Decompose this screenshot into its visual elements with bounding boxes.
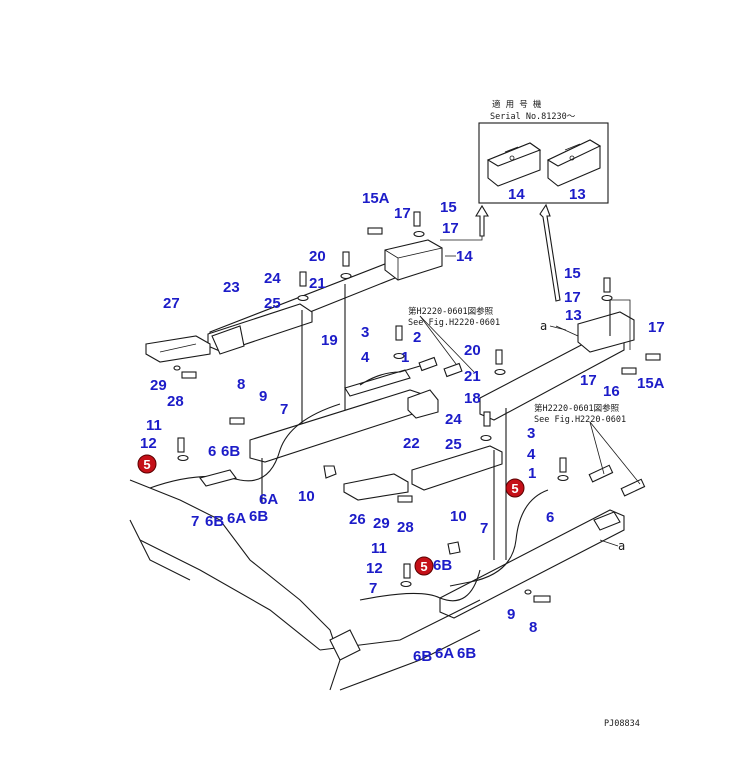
part-label: 11 — [146, 417, 162, 434]
serial-line-1: 適 用 号 機 — [492, 99, 542, 110]
part-label: 21 — [464, 368, 481, 385]
part-label: 23 — [223, 279, 240, 296]
reference-2-line-2: See Fig.H2220-0601 — [534, 415, 626, 425]
part-label: 6B — [249, 508, 268, 525]
part-label: 12 — [140, 435, 157, 452]
part-label: 17 — [564, 289, 581, 306]
part-label: 22 — [403, 435, 420, 452]
part-label: 17 — [394, 205, 411, 222]
part-label: 3 — [361, 324, 369, 341]
badge: 5 — [505, 478, 525, 498]
part-label: 11 — [371, 540, 387, 557]
part-label: 20 — [309, 248, 326, 265]
part-label: 13 — [565, 307, 582, 324]
part-label: 17 — [580, 372, 597, 389]
leader-lines — [419, 255, 641, 547]
part-label: 6B — [457, 645, 476, 662]
part-label: 7 — [480, 520, 488, 537]
part-label: 25 — [264, 295, 281, 312]
badge: 5 — [414, 556, 434, 576]
part-label: 27 — [163, 295, 180, 312]
part-label: 10 — [298, 488, 315, 505]
part-label: 4 — [527, 446, 536, 463]
reference-1-line-2: See Fig.H2220-0601 — [408, 318, 500, 328]
part-label: 1 — [528, 465, 536, 482]
serial-inset-label-14: 14 — [508, 186, 525, 203]
reference-2-line-1: 第H2220-0601図参照 — [534, 403, 620, 414]
part-label: 8 — [529, 619, 537, 636]
part-label: 15 — [440, 199, 457, 216]
part-label: 15A — [362, 190, 390, 207]
view-marker-a: a — [540, 319, 547, 333]
part-label: 9 — [507, 606, 515, 623]
inset-bracket-13 — [546, 139, 602, 187]
part-label: 9 — [259, 388, 267, 405]
part-label: 15 — [564, 265, 581, 282]
part-label: 10 — [450, 508, 467, 525]
part-label: 7 — [191, 513, 199, 530]
part-label: 12 — [366, 560, 383, 577]
part-label: 6 — [546, 509, 554, 526]
part-label: 6A — [435, 645, 454, 662]
part-label: 25 — [445, 436, 462, 453]
serial-inset-label-13: 13 — [569, 186, 586, 203]
part-label: 8 — [237, 376, 245, 393]
part-label: 14 — [456, 248, 473, 265]
part-label: 7 — [369, 580, 377, 597]
part-label: 6 — [208, 443, 216, 460]
badge-label: 5 — [143, 457, 150, 472]
part-label: 3 — [527, 425, 535, 442]
part-label: 17 — [648, 319, 665, 336]
part-label: 26 — [349, 511, 366, 528]
line-art — [129, 122, 661, 691]
part-label: 2 — [413, 329, 421, 346]
part-label: 7 — [280, 401, 288, 418]
inset-bracket-14 — [486, 142, 542, 187]
part-label: 28 — [167, 393, 184, 410]
part-label: 28 — [397, 519, 414, 536]
bolts-top — [173, 211, 425, 379]
part-labels: 15A 17 15 17 14 20 24 21 25 27 23 19 29 … — [140, 190, 665, 665]
part-label: 6B — [205, 513, 224, 530]
part-label: 1 — [401, 349, 409, 366]
reference-1-line-1: 第H2220-0601図参照 — [408, 306, 494, 317]
part-label: 6A — [227, 510, 246, 527]
serial-line-2: Serial No.81230～ — [490, 112, 576, 122]
badge: 5 — [137, 454, 157, 474]
part-label: 18 — [464, 390, 481, 407]
part-label: 24 — [445, 411, 462, 428]
serial-inset-box — [478, 122, 609, 204]
part-label: 29 — [373, 515, 390, 532]
part-label: 15A — [637, 375, 665, 392]
part-label: 17 — [442, 220, 459, 237]
badge-label: 5 — [420, 559, 427, 574]
part-label: 29 — [150, 377, 167, 394]
part-label: 21 — [309, 275, 326, 292]
part-label: 6B — [221, 443, 240, 460]
part-label: 4 — [361, 349, 370, 366]
badge-label: 5 — [511, 481, 518, 496]
part-label: 6B — [413, 648, 432, 665]
part-label: 6B — [433, 557, 452, 574]
part-label: 24 — [264, 270, 281, 287]
drawing-code: PJ08834 — [604, 719, 640, 729]
part-label: 20 — [464, 342, 481, 359]
part-label: 16 — [603, 383, 620, 400]
view-marker-a: a — [618, 539, 625, 553]
part-label: 19 — [321, 332, 338, 349]
part-label: 6A — [259, 491, 278, 508]
